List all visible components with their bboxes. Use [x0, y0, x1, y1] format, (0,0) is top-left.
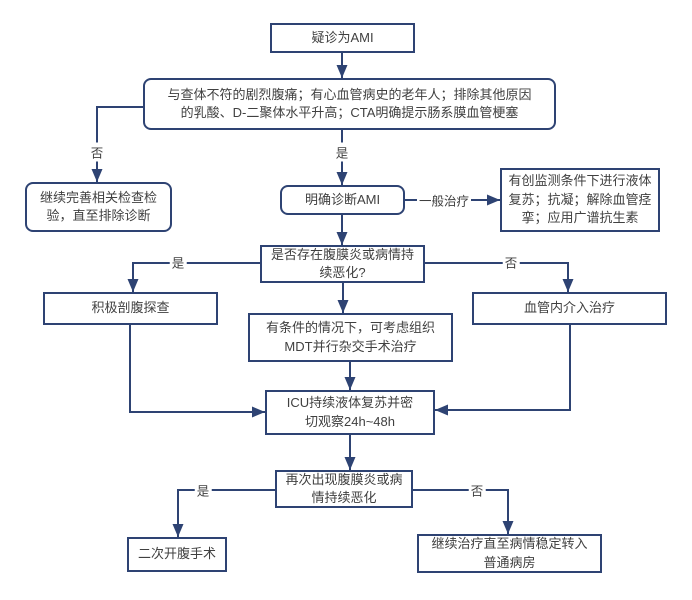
edge-laparotomy-icu — [129, 325, 265, 418]
edge-label-no-2: 否 — [502, 252, 520, 272]
edge-label-yes-1: 是 — [333, 142, 351, 162]
node-endovascular-therapy: 血管内介入治疗 — [472, 292, 667, 325]
node-mdt-hybrid-surgery: 有条件的情况下，可考虑组织 MDT并行杂交手术治疗 — [248, 313, 453, 362]
node-second-laparotomy: 二次开腹手术 — [127, 537, 227, 572]
edge-label-general-treatment: 一般治疗 — [416, 190, 472, 210]
edge-label-no-1: 否 — [88, 142, 106, 162]
node-confirmed-ami: 明确诊断AMI — [280, 185, 405, 215]
edge-decision1-endovascular — [425, 262, 574, 292]
edge-label-yes-3: 是 — [194, 480, 212, 500]
node-continue-workup: 继续完善相关检查检 验，直至排除诊断 — [25, 182, 172, 232]
node-suspect-ami: 疑诊为AMI — [270, 23, 415, 53]
edge-decision2-ward — [413, 489, 514, 534]
node-decision-recurrence: 再次出现腹膜炎或病 情持续恶化 — [275, 470, 413, 508]
edge-label-no-3: 否 — [468, 480, 486, 500]
edge-endovascular-icu — [435, 325, 571, 416]
edge-decision1-laparotomy — [127, 262, 260, 292]
node-icu-observation: ICU持续液体复苏并密 切观察24h~48h — [265, 390, 435, 435]
node-exploratory-laparotomy: 积极剖腹探查 — [43, 292, 218, 325]
node-general-ward: 继续治疗直至病情稳定转入 普通病房 — [417, 534, 602, 573]
node-clinical-criteria: 与查体不符的剧烈腹痛；有心血管病史的老年人；排除其他原因 的乳酸、D-二聚体水平… — [143, 78, 556, 130]
edge-decision2-relaparotomy — [172, 489, 275, 537]
edge-label-yes-2: 是 — [169, 252, 187, 272]
node-decision-peritonitis: 是否存在腹膜炎或病情持 续恶化? — [260, 245, 425, 283]
node-general-treatment: 有创监测条件下进行液体 复苏；抗凝；解除血管痉 挛；应用广谱抗生素 — [500, 168, 660, 232]
